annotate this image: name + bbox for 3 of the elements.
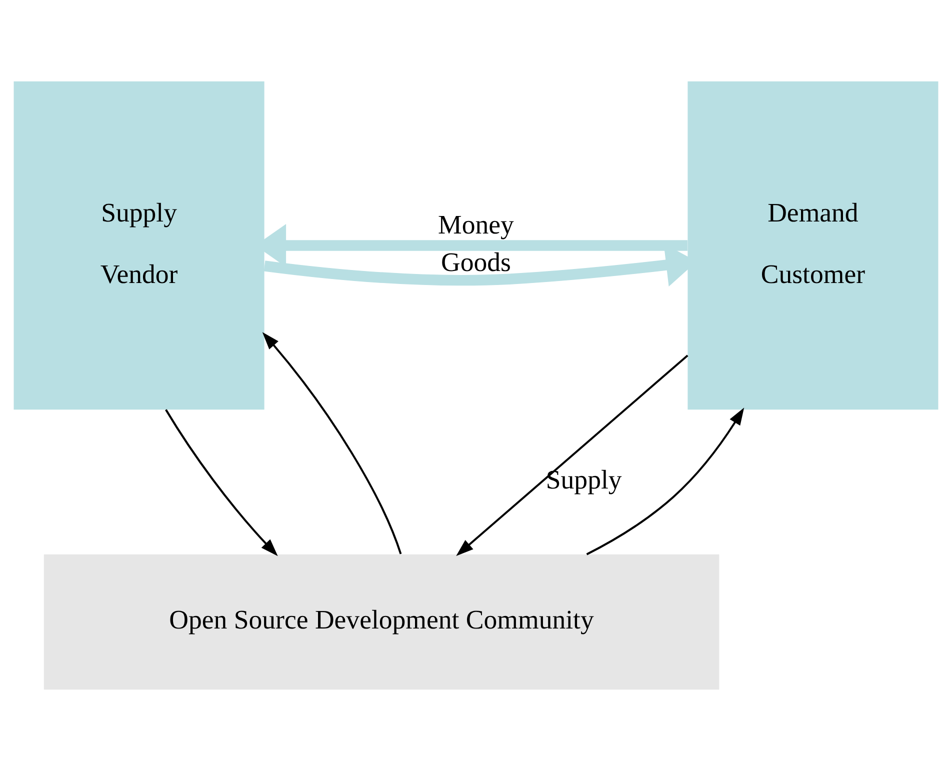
edge-label: Money [438, 208, 514, 239]
edge-label: Supply [546, 464, 622, 494]
edge-label: Goods [441, 246, 511, 276]
